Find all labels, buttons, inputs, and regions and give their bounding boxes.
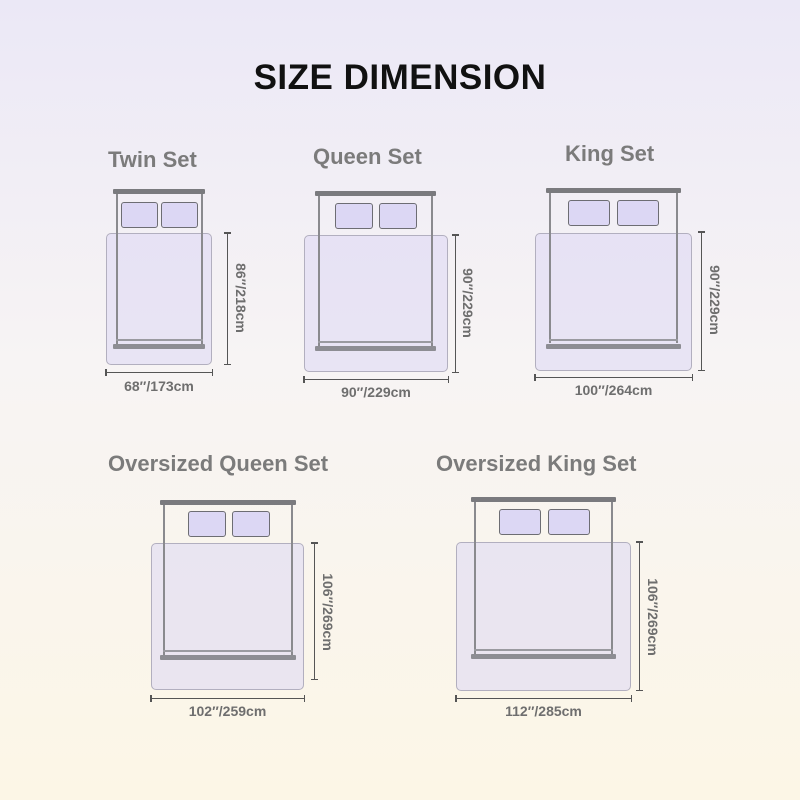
set-name-king: King Set xyxy=(565,141,655,166)
pillow xyxy=(232,511,270,537)
footrail xyxy=(471,654,616,659)
bedpost xyxy=(318,196,320,346)
bedpost xyxy=(676,193,678,343)
pillow xyxy=(548,509,590,535)
headboard xyxy=(546,188,681,193)
length-dimension-line xyxy=(452,234,459,373)
pillow xyxy=(121,202,158,228)
width-label-oversized-king: 112″/285cm xyxy=(505,703,582,719)
width-dimension-line xyxy=(150,695,305,702)
length-label-twin: 86″/218cm xyxy=(233,263,249,333)
length-dimension-line xyxy=(224,232,231,365)
bedpost xyxy=(549,193,551,343)
set-name-twin: Twin Set xyxy=(108,147,197,172)
pillow xyxy=(335,203,373,229)
width-label-oversized-queen: 102″/259cm xyxy=(188,703,267,719)
set-name-queen: Queen Set xyxy=(313,144,422,169)
blanket xyxy=(304,235,448,372)
blanket xyxy=(456,542,631,691)
foot-line xyxy=(116,339,203,341)
headboard xyxy=(471,497,616,502)
footrail xyxy=(160,655,296,660)
bedpost xyxy=(163,505,165,655)
pillow xyxy=(568,200,610,226)
width-dimension-line xyxy=(105,369,213,376)
bedpost xyxy=(431,196,433,346)
length-dimension-line xyxy=(698,231,705,371)
bedpost xyxy=(201,194,203,344)
width-dimension-line xyxy=(534,374,693,381)
width-dimension-line xyxy=(303,376,449,383)
bedpost xyxy=(116,194,118,344)
blanket xyxy=(535,233,692,371)
set-name-oversized-king: Oversized King Set xyxy=(436,451,637,476)
set-name-oversized-queen: Oversized Queen Set xyxy=(108,451,329,476)
bedpost xyxy=(611,502,613,654)
headboard xyxy=(113,189,205,194)
page-title: SIZE DIMENSION xyxy=(253,58,547,97)
blanket xyxy=(106,233,212,365)
pillow xyxy=(617,200,659,226)
foot-line xyxy=(318,341,433,343)
pillow xyxy=(379,203,417,229)
length-dimension-line xyxy=(311,542,318,680)
headboard xyxy=(160,500,296,505)
bedpost xyxy=(474,502,476,654)
pillow xyxy=(499,509,541,535)
pillow xyxy=(161,202,198,228)
width-label-twin: 68″/173cm xyxy=(124,378,194,394)
length-label-king: 90″/229cm xyxy=(707,265,723,335)
length-label-oversized-king: 106″/269cm xyxy=(645,578,661,656)
width-label-king: 100″/264cm xyxy=(574,382,653,398)
headboard xyxy=(315,191,436,196)
blanket xyxy=(151,543,304,690)
foot-line xyxy=(163,650,293,652)
footrail xyxy=(546,344,681,349)
bedpost xyxy=(291,505,293,655)
length-dimension-line xyxy=(636,541,643,691)
length-label-queen: 90″/229cm xyxy=(460,268,476,338)
foot-line xyxy=(474,649,613,651)
footrail xyxy=(315,346,436,351)
pillow xyxy=(188,511,226,537)
footrail xyxy=(113,344,205,349)
length-label-oversized-queen: 106″/269cm xyxy=(320,573,336,651)
width-dimension-line xyxy=(455,695,632,702)
foot-line xyxy=(549,339,678,341)
width-label-queen: 90″/229cm xyxy=(341,384,411,400)
